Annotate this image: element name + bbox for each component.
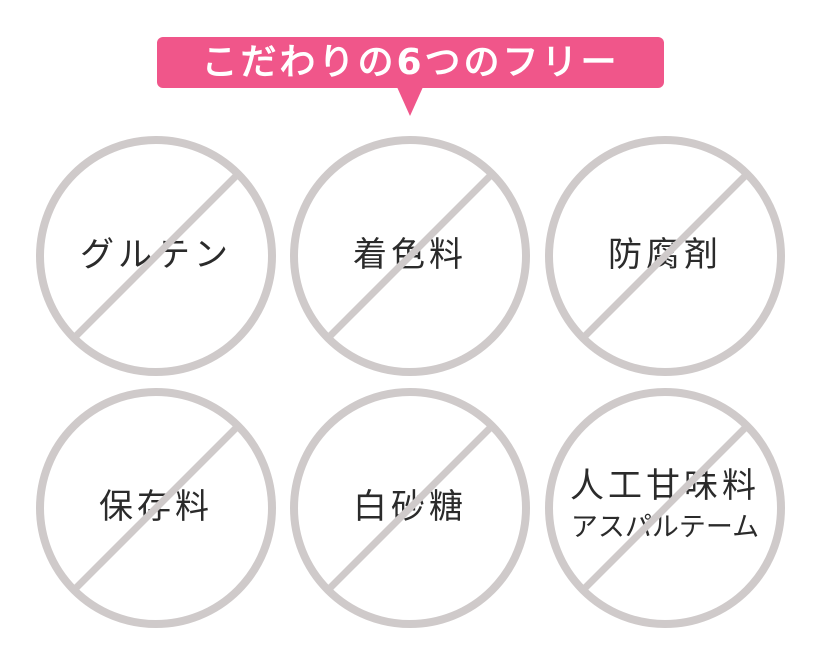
prohibited-circle-icon — [545, 136, 785, 376]
badge-label: 人工甘味料 アスパルテーム — [545, 388, 785, 628]
banner-title: こだわりの6つのフリー — [201, 41, 620, 83]
badge-text: 保存料 — [99, 487, 213, 528]
free-badge-preservative: 保存料 — [36, 388, 276, 628]
title-banner: こだわりの6つのフリー — [157, 37, 664, 88]
badge-label: 白砂糖 — [290, 388, 530, 628]
badge-text: グルテン — [80, 235, 232, 276]
prohibited-circle-icon — [290, 136, 530, 376]
free-badge-coloring: 着色料 — [290, 136, 530, 376]
free-badge-white-sugar: 白砂糖 — [290, 388, 530, 628]
prohibited-circle-icon — [36, 388, 276, 628]
prohibited-circle-icon — [290, 388, 530, 628]
badge-label: 保存料 — [36, 388, 276, 628]
prohibited-circle-icon — [545, 388, 785, 628]
badge-text: 着色料 — [353, 235, 467, 276]
free-badge-gluten: グルテン — [36, 136, 276, 376]
badge-label: グルテン — [36, 136, 276, 376]
badge-label: 着色料 — [290, 136, 530, 376]
banner-pointer — [397, 87, 423, 116]
badge-text: 防腐剤 — [608, 235, 722, 276]
badge-text: 人工甘味料 — [570, 465, 760, 506]
badge-text: 白砂糖 — [353, 487, 467, 528]
badge-subtext: アスパルテーム — [570, 511, 760, 543]
free-badge-preservative-antiseptic: 防腐剤 — [545, 136, 785, 376]
badge-label: 防腐剤 — [545, 136, 785, 376]
prohibited-circle-icon — [36, 136, 276, 376]
free-badge-artificial-sweetener: 人工甘味料 アスパルテーム — [545, 388, 785, 628]
